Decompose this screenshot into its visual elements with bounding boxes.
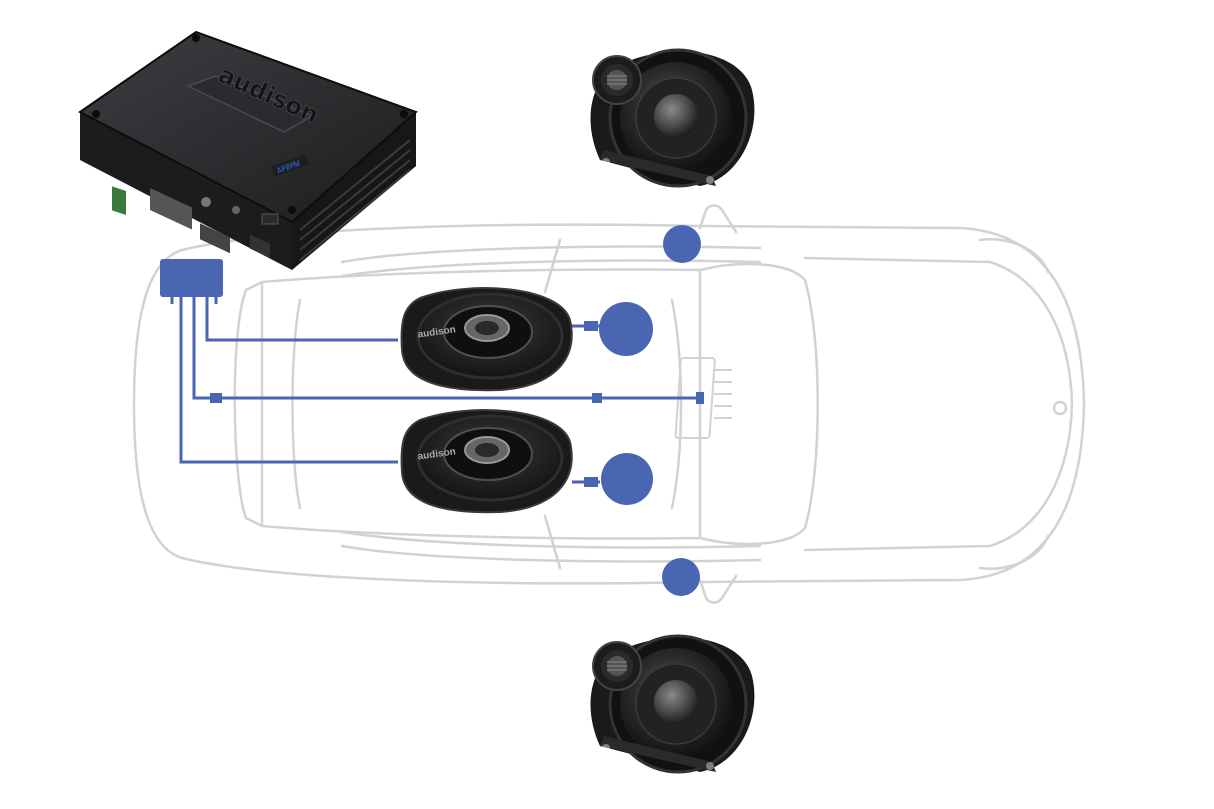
headlight-bottom [978, 534, 1050, 570]
coaxial-speaker-icon [590, 634, 755, 774]
underseat-subwoofer-icon [400, 409, 573, 514]
amplifier-icon [78, 30, 418, 270]
inline-connector [210, 393, 222, 403]
head-unit-plug [696, 392, 704, 404]
bottom-door-line [340, 544, 762, 563]
rear-window [233, 280, 264, 528]
headlight-top [978, 238, 1050, 274]
amplifier: audison APBMW [78, 30, 418, 270]
inline-connector [584, 321, 598, 331]
top-sill-line [340, 259, 762, 278]
inline-connector [592, 393, 602, 403]
rear-seat [291, 298, 302, 510]
wire-bottom-subwoofer [179, 297, 398, 464]
subwoofer-brand-label: audison [417, 324, 457, 340]
front-seat-row [670, 298, 683, 510]
wire-top-subwoofer [205, 297, 398, 342]
underseat-subwoofer-bottom: audison [400, 409, 573, 514]
b-pillar-bottom [543, 514, 562, 570]
speaker-location-dot-front-right-door [662, 558, 700, 596]
speaker-location-dot-front-left-door [663, 225, 701, 263]
subwoofer-brand-label: audison [417, 446, 457, 462]
hood-outline [803, 256, 1074, 552]
b-pillar-top [543, 238, 562, 294]
speaker-location-dots [599, 225, 701, 596]
coaxial-speaker-icon [590, 48, 755, 188]
component-speaker-bottom [590, 634, 755, 774]
tweeter-icon [592, 641, 642, 691]
underseat-subwoofer-top: audison [400, 287, 573, 392]
front-emblem [1052, 400, 1068, 416]
bottom-mirror [698, 574, 738, 604]
underseat-subwoofer-icon [400, 287, 573, 392]
wire-head-unit [192, 297, 700, 400]
car-body [132, 223, 1086, 585]
top-mirror [698, 204, 738, 234]
tweeter-icon [592, 55, 642, 105]
component-speaker-top [590, 48, 755, 188]
car-outline [132, 204, 1086, 604]
inline-connector [584, 477, 598, 487]
amplifier-model-badge [271, 154, 309, 177]
head-unit [674, 357, 732, 439]
amp-connector-box [160, 259, 223, 297]
windshield [698, 262, 819, 546]
wiring-harness [160, 259, 704, 487]
speaker-location-dot-bottom-seat [601, 453, 653, 505]
speaker-location-dot-top-seat [599, 302, 653, 356]
bottom-sill-line [340, 530, 762, 549]
